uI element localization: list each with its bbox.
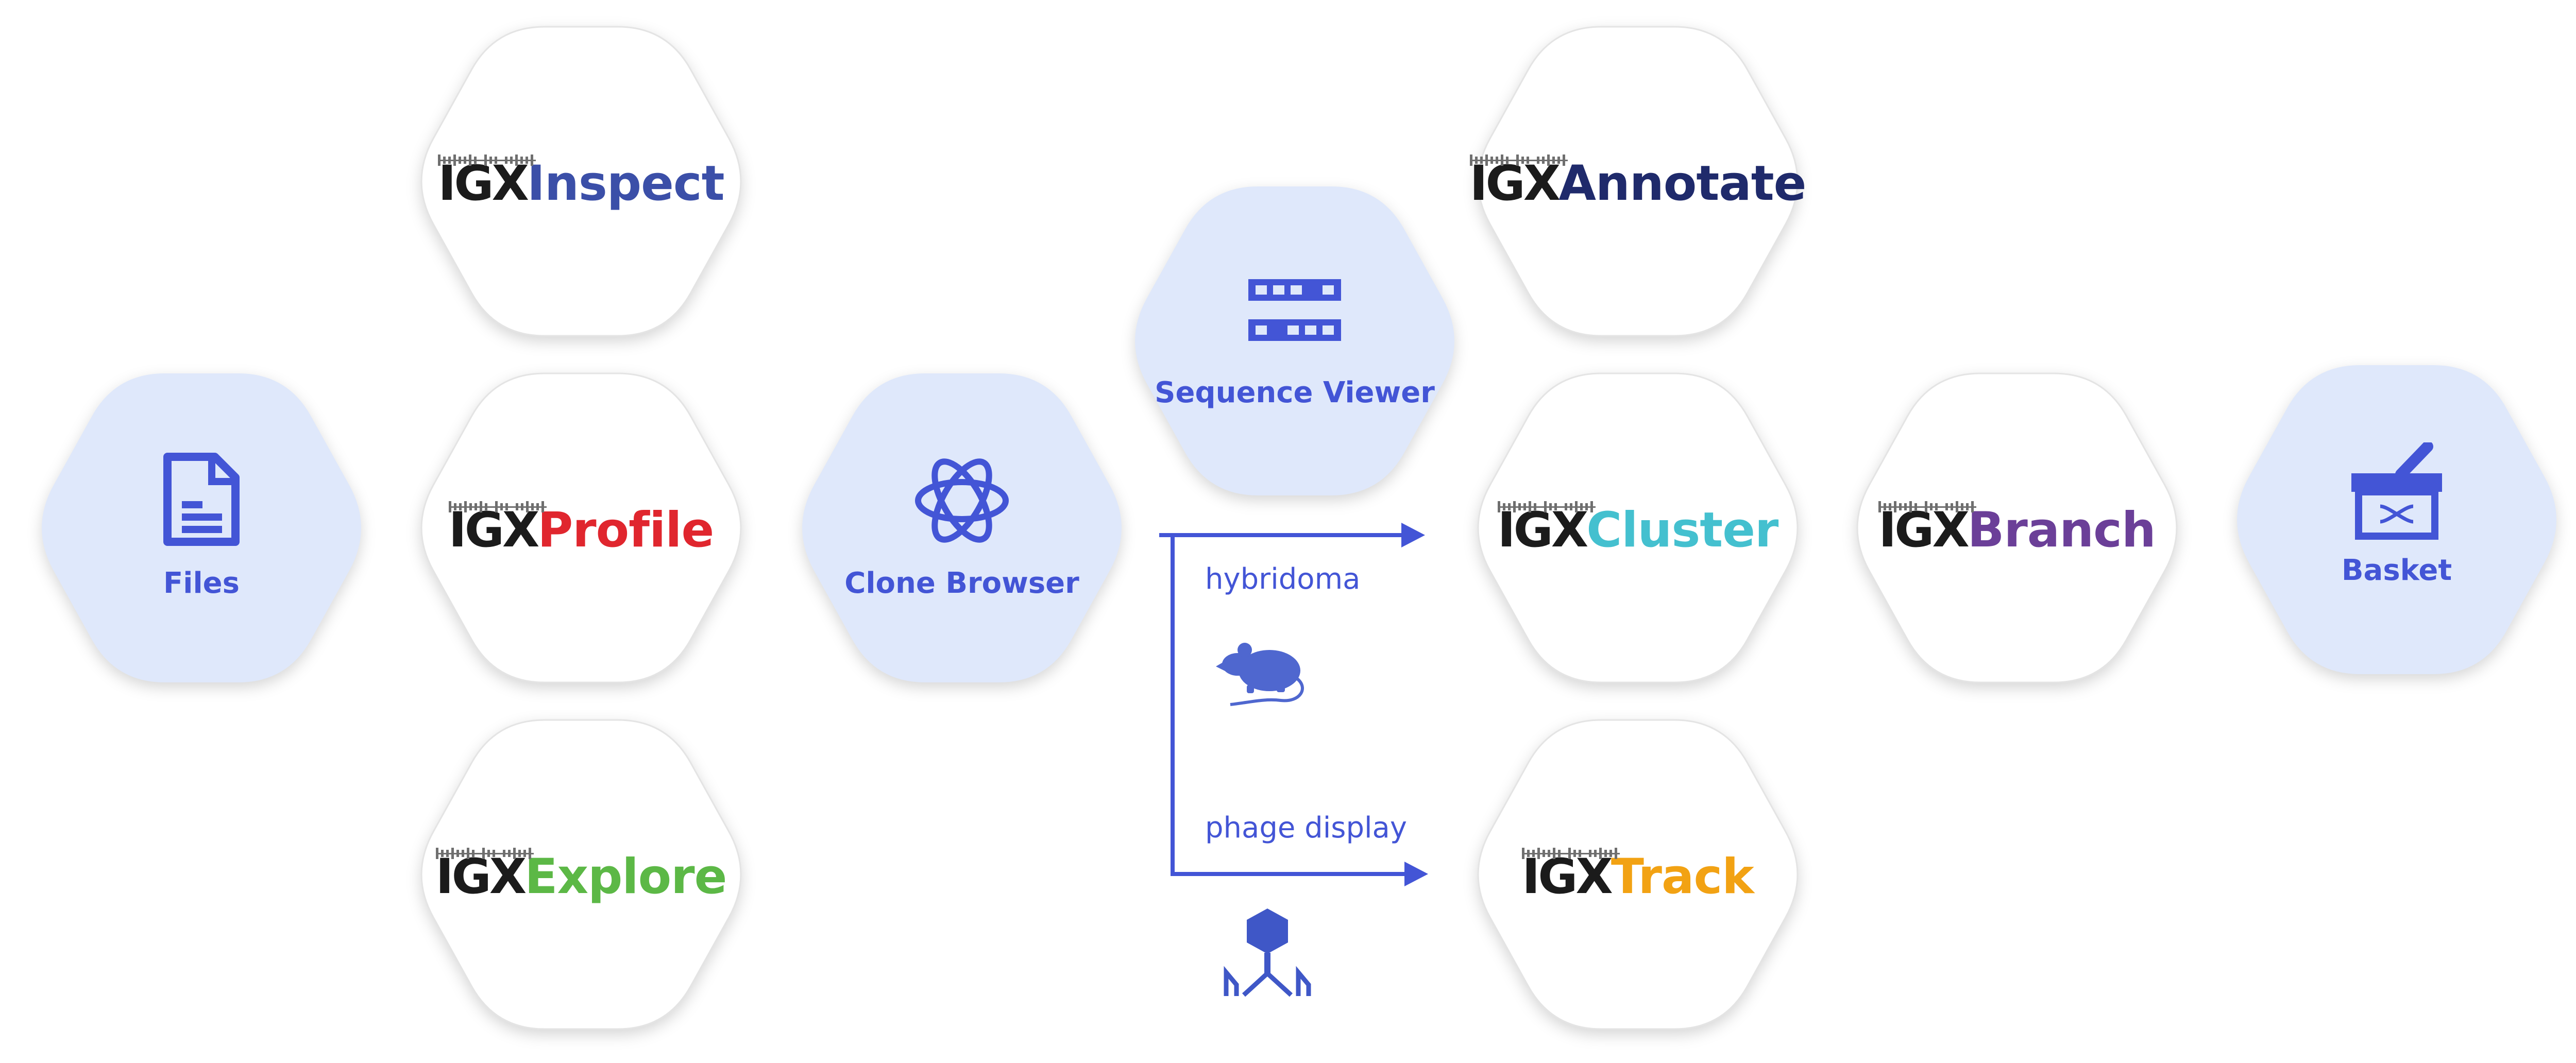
- igx-explore-name: Explore: [524, 849, 727, 905]
- logo-tick-mark: [438, 155, 536, 166]
- igx-branch-module[interactable]: IGXBranch: [1845, 372, 2189, 683]
- igx-track-name: Track: [1611, 849, 1754, 905]
- phage-display-label: phage display: [1205, 811, 1407, 845]
- igx-annotate-name: Annotate: [1558, 156, 1806, 212]
- logo-tick-mark: [449, 501, 547, 512]
- basket-icon: [2351, 442, 2442, 540]
- igx-cluster-module[interactable]: IGXCluster: [1466, 372, 1809, 683]
- sequence-viewer-node[interactable]: Sequence Viewer: [1123, 186, 1466, 495]
- igx-inspect-logo: IGXInspect: [410, 155, 753, 212]
- igx-explore-prefix: IGX: [435, 849, 527, 905]
- phage-icon: [1224, 908, 1311, 997]
- clone-browser-label: Clone Browser: [844, 567, 1079, 600]
- atom-icon: [915, 458, 1009, 543]
- igx-branch-prefix: IGX: [1878, 502, 1970, 558]
- mouse-icon: [1216, 643, 1304, 706]
- igx-explore-module[interactable]: IGXExplore: [410, 719, 753, 1030]
- igx-track-module[interactable]: IGXTrack: [1466, 719, 1809, 1030]
- logo-tick-mark: [1470, 155, 1568, 166]
- igx-annotate-logo: IGXAnnotate: [1466, 155, 1809, 212]
- igx-cluster-name: Cluster: [1586, 502, 1778, 558]
- logo-tick-mark: [1878, 501, 1976, 512]
- phage-arrowhead: [1404, 862, 1428, 886]
- igx-inspect-name: Inspect: [527, 156, 725, 212]
- clone-browser-node[interactable]: Clone Browser: [790, 373, 1133, 682]
- basket-node[interactable]: Basket: [2225, 365, 2568, 674]
- igx-track-prefix: IGX: [1522, 849, 1613, 905]
- igx-track-logo: IGXTrack: [1466, 848, 1809, 905]
- files-node[interactable]: Files: [30, 373, 373, 682]
- igx-profile-logo: IGXProfile: [410, 501, 753, 558]
- igx-annotate-module[interactable]: IGXAnnotate: [1466, 26, 1809, 337]
- igx-annotate-prefix: IGX: [1469, 156, 1561, 212]
- sequence-viewer-label: Sequence Viewer: [1155, 376, 1435, 409]
- igx-explore-logo: IGXExplore: [410, 848, 753, 905]
- files-label: Files: [163, 567, 240, 600]
- igx-inspect-module[interactable]: IGXInspect: [410, 26, 753, 337]
- igx-cluster-prefix: IGX: [1497, 502, 1589, 558]
- igx-branch-logo: IGXBranch: [1845, 501, 2189, 558]
- igx-branch-name: Branch: [1967, 502, 2156, 558]
- sequence-grid-icon: [1248, 279, 1341, 341]
- igx-profile-prefix: IGX: [448, 502, 540, 558]
- igx-profile-name: Profile: [537, 502, 714, 558]
- document-icon: [163, 453, 240, 546]
- logo-tick-mark: [1522, 848, 1620, 859]
- hybridoma-label: hybridoma: [1205, 562, 1361, 596]
- hybridoma-arrowhead: [1401, 523, 1425, 547]
- logo-tick-mark: [436, 848, 534, 859]
- logo-tick-mark: [1498, 501, 1596, 512]
- phage-arrow: [1171, 535, 1404, 876]
- igx-inspect-prefix: IGX: [438, 156, 529, 212]
- igx-profile-module[interactable]: IGXProfile: [410, 372, 753, 683]
- igx-cluster-logo: IGXCluster: [1466, 501, 1809, 558]
- basket-label: Basket: [2341, 554, 2452, 587]
